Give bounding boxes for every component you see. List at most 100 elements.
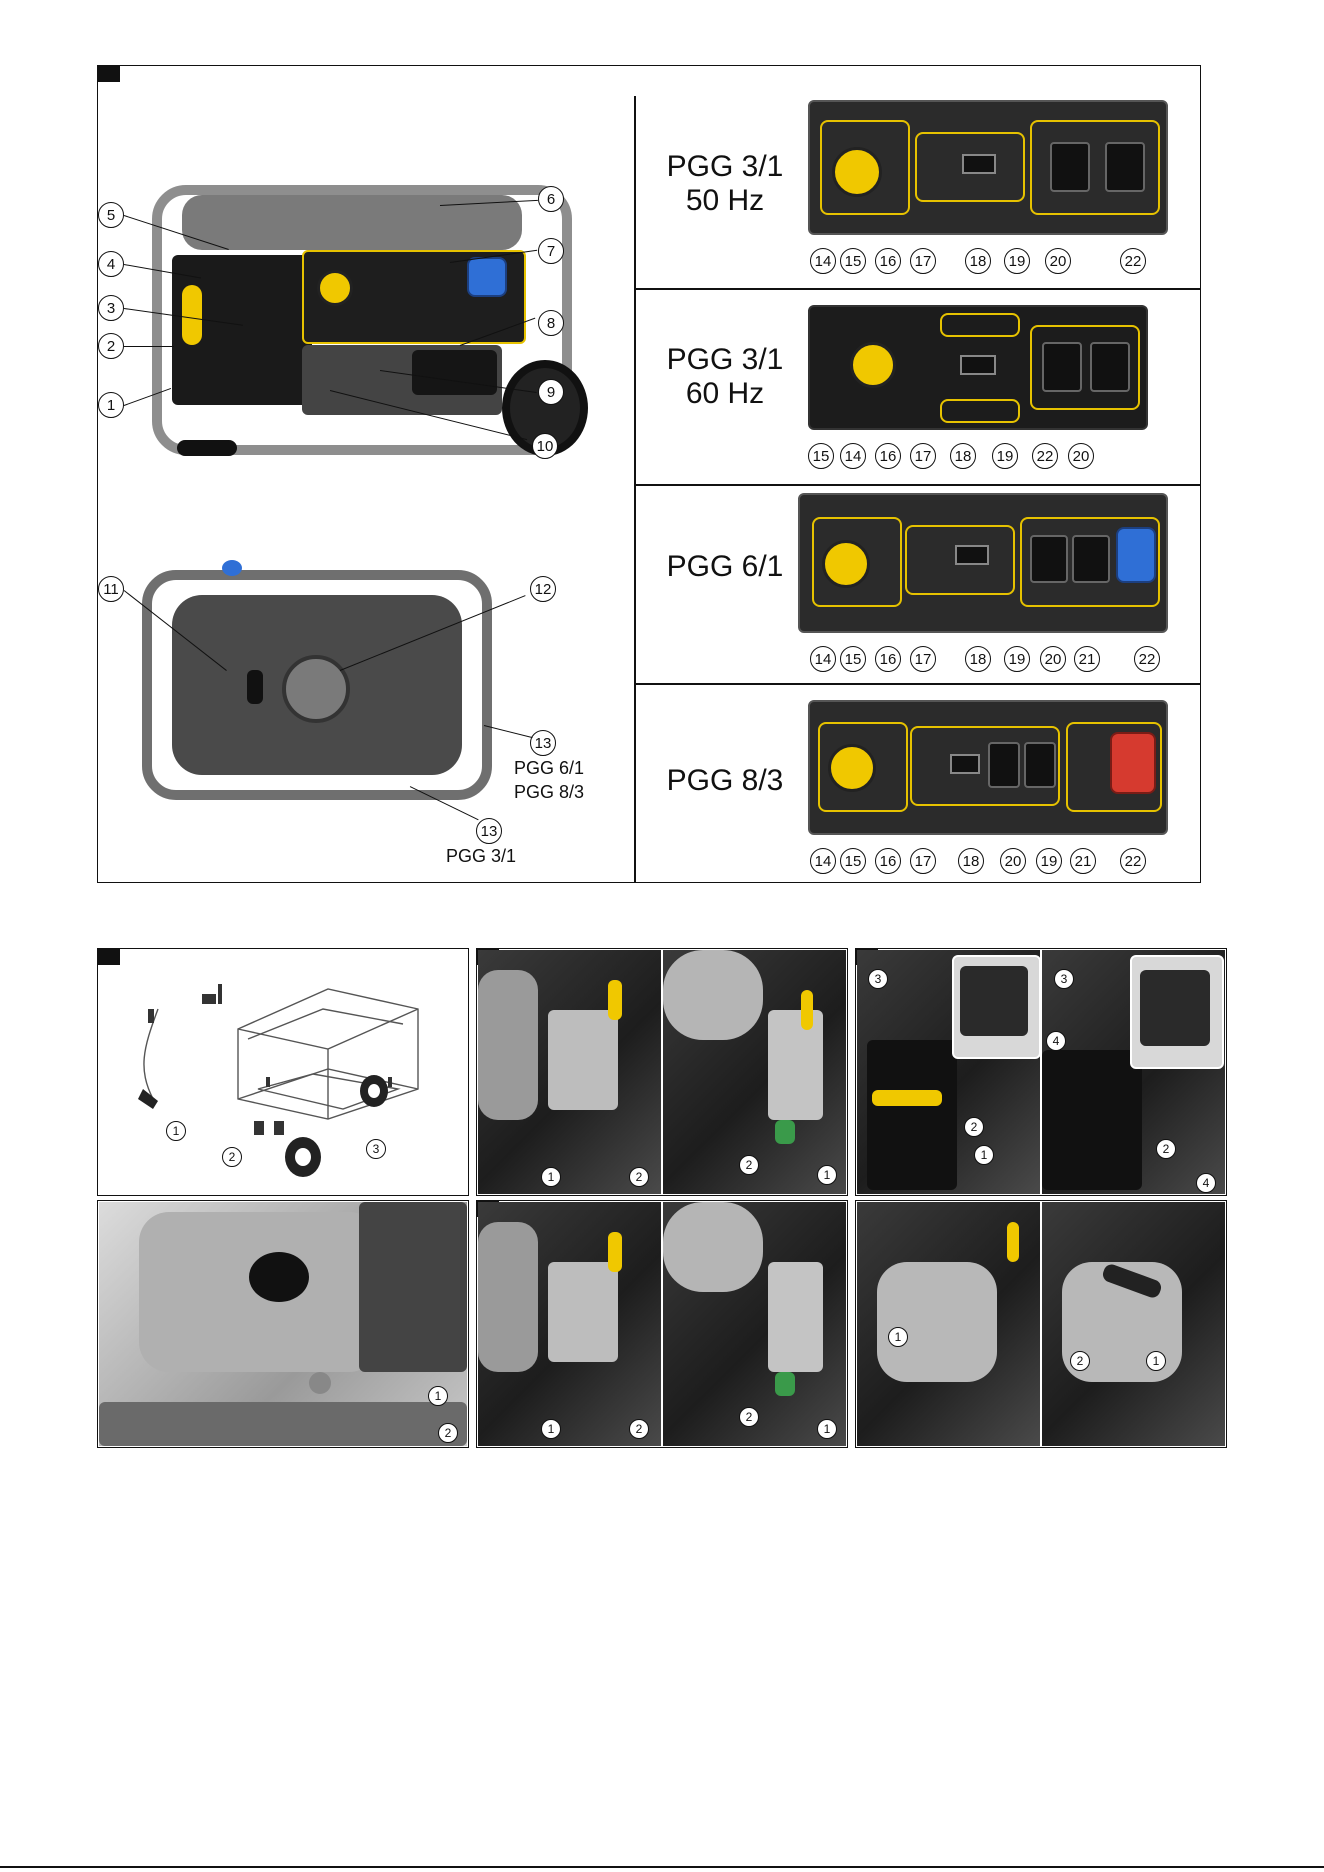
model-row2: PGG 3/1 60 Hz xyxy=(640,343,810,411)
choke-knob xyxy=(317,270,353,306)
fuel-gauge xyxy=(247,670,263,704)
fig7-photo-left xyxy=(857,1202,1040,1446)
callout-10: 10 xyxy=(532,433,558,459)
model-name-row1: PGG 3/1 xyxy=(640,150,810,184)
figure-6-frame: 1 2 2 1 xyxy=(476,1200,848,1448)
filter-element xyxy=(960,966,1028,1036)
fig7-r-c2: 2 xyxy=(1070,1351,1090,1371)
fig6-l-c1: 1 xyxy=(541,1419,561,1439)
row3-c22: 22 xyxy=(1134,646,1160,672)
figure-2-frame: 1 2 3 xyxy=(97,948,469,1196)
panel2-top-deco xyxy=(940,313,1020,337)
row1-c22: 22 xyxy=(1120,248,1146,274)
callout-2: 2 xyxy=(98,333,124,359)
cylinder-head xyxy=(877,1262,997,1382)
label-sticker xyxy=(872,1090,942,1106)
row2-c16: 16 xyxy=(875,443,901,469)
fig3-l-c2: 2 xyxy=(629,1167,649,1187)
row4-c20: 20 xyxy=(1000,848,1026,874)
fig6-photo-left xyxy=(478,1202,661,1446)
row2-c15: 15 xyxy=(808,443,834,469)
frame-rail xyxy=(99,1402,467,1446)
fuel-cap xyxy=(282,655,350,723)
fig4-l-c1: 1 xyxy=(974,1145,994,1165)
blue-cap xyxy=(222,560,242,576)
divider-3 xyxy=(634,683,1201,685)
panel3-socket-blue xyxy=(1116,527,1156,583)
assembly-drawing xyxy=(98,949,466,1193)
row4-c19: 19 xyxy=(1036,848,1062,874)
yellow-lever-7 xyxy=(1007,1222,1019,1262)
row1-c20: 20 xyxy=(1045,248,1071,274)
row1-c18: 18 xyxy=(965,248,991,274)
callout-6: 6 xyxy=(538,186,564,212)
model-freq-row1: 50 Hz xyxy=(640,184,810,218)
row2-c22: 22 xyxy=(1032,443,1058,469)
fig7-l-c1: 1 xyxy=(888,1327,908,1347)
row1-c16: 16 xyxy=(875,248,901,274)
figure-tag xyxy=(98,66,120,82)
callout-11: 11 xyxy=(98,576,124,602)
fig3-r-c1: 1 xyxy=(817,1165,837,1185)
fig4-r-c4b: 4 xyxy=(1196,1173,1216,1193)
figure-7-frame: 1 2 1 xyxy=(855,1200,1227,1448)
fig6-r-c1: 1 xyxy=(817,1419,837,1439)
label-pgg61: PGG 6/1 xyxy=(514,758,584,779)
panel3-display xyxy=(955,545,989,565)
panel2-socket-b xyxy=(1090,342,1130,392)
callout-9: 9 xyxy=(538,379,564,405)
air-filter-6 xyxy=(663,1202,763,1292)
label-pgg83: PGG 8/3 xyxy=(514,782,584,803)
yellow-lever-r xyxy=(801,990,813,1030)
row3-c19: 19 xyxy=(1004,646,1030,672)
row2-c19: 19 xyxy=(992,443,1018,469)
fig4-l-c2: 2 xyxy=(964,1117,984,1137)
row3-c14: 14 xyxy=(810,646,836,672)
divider-vertical xyxy=(634,96,636,883)
row4-c22: 22 xyxy=(1120,848,1146,874)
callout-5: 5 xyxy=(98,202,124,228)
panel2-bottom-deco xyxy=(940,399,1020,423)
row2-c18: 18 xyxy=(950,443,976,469)
fig2-c1: 1 xyxy=(166,1121,186,1141)
panel4-knob xyxy=(828,744,876,792)
panel-pgg83 xyxy=(808,700,1168,835)
panel3-socket-a xyxy=(1030,535,1068,583)
filter-housing-r xyxy=(1042,1050,1142,1190)
fan-cover xyxy=(359,1202,467,1372)
panel4-socket-b xyxy=(1024,742,1056,788)
panel3-knob xyxy=(822,540,870,588)
oil-filler xyxy=(249,1252,309,1302)
fig5-c2: 2 xyxy=(438,1423,458,1443)
callout-4: 4 xyxy=(98,251,124,277)
engine-cover-6 xyxy=(478,1222,538,1372)
panel-display xyxy=(962,154,996,174)
blue-socket xyxy=(467,257,507,297)
model-name-row2: PGG 3/1 xyxy=(640,343,810,377)
row4-c15: 15 xyxy=(840,848,866,874)
figure-3-frame: 1 2 2 1 xyxy=(476,948,848,1196)
fig7-r-c1: 1 xyxy=(1146,1351,1166,1371)
row4-c16: 16 xyxy=(875,848,901,874)
generator-top-view xyxy=(142,560,492,805)
panel-socket-a xyxy=(1050,142,1090,192)
row3-c17: 17 xyxy=(910,646,936,672)
row1-c19: 19 xyxy=(1004,248,1030,274)
row1-c15: 15 xyxy=(840,248,866,274)
fig6-r-c2: 2 xyxy=(739,1407,759,1427)
row2-c14: 14 xyxy=(840,443,866,469)
panel2-knob xyxy=(850,342,896,388)
carburetor-6 xyxy=(548,1262,618,1362)
fig5-c1: 1 xyxy=(428,1386,448,1406)
panel3-socket-b xyxy=(1072,535,1110,583)
callout-3: 3 xyxy=(98,295,124,321)
callout-8: 8 xyxy=(538,310,564,336)
row2-c20: 20 xyxy=(1068,443,1094,469)
green-bowl xyxy=(775,1120,795,1144)
carburetor-r xyxy=(768,1010,823,1120)
air-filter xyxy=(663,950,763,1040)
yellow-lever-6 xyxy=(608,1232,622,1272)
model-row3: PGG 6/1 xyxy=(640,550,810,584)
filter-element-r xyxy=(1140,970,1210,1046)
recoil-cover xyxy=(182,285,202,345)
